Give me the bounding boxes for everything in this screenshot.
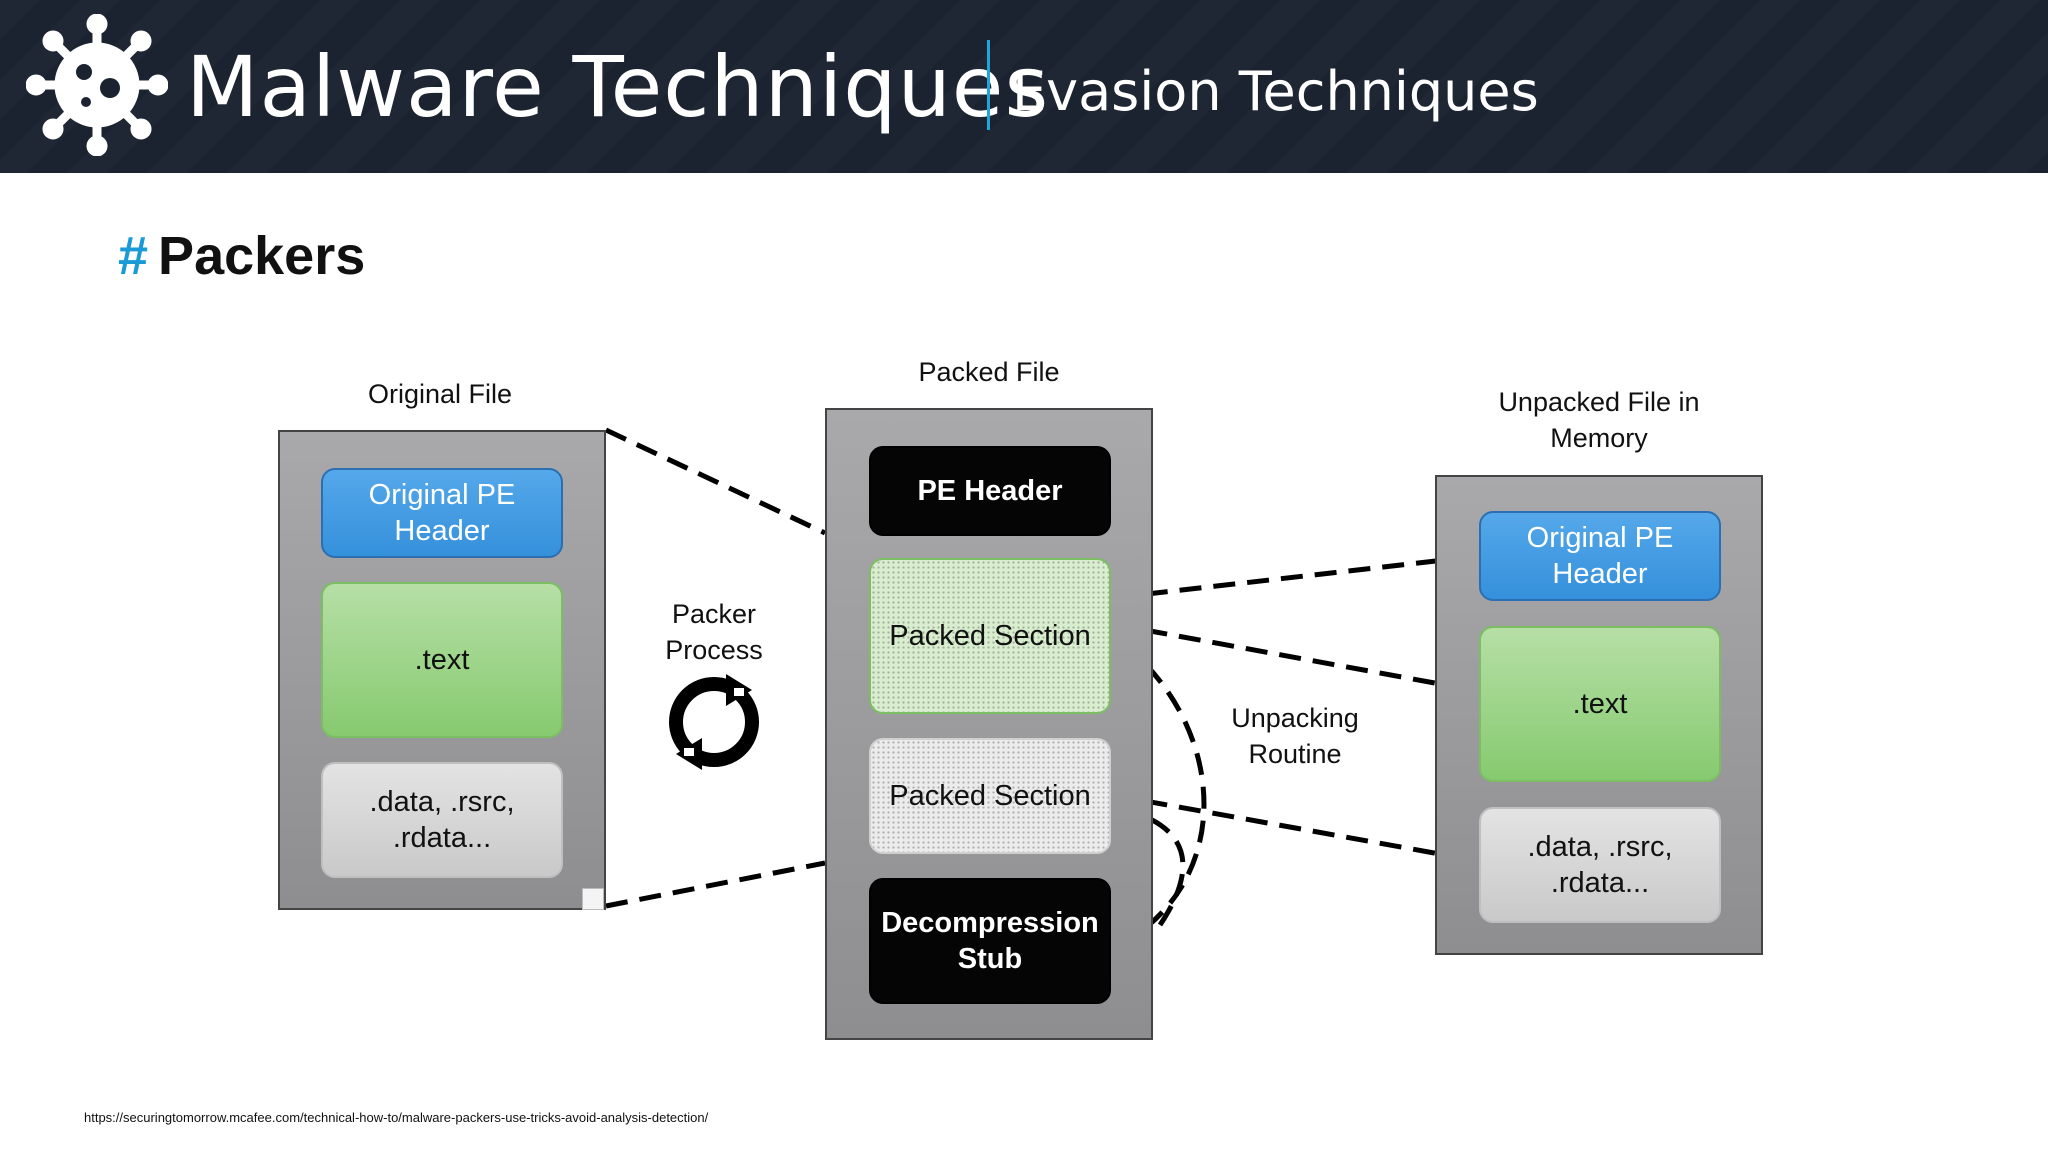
- original-data-section-line2: .rdata...: [392, 822, 492, 854]
- title-divider: [987, 40, 990, 130]
- unpacking-routine-curve-1: [1115, 637, 1207, 949]
- unpacked-file-label-line2: Memory: [1550, 423, 1648, 453]
- original-pe-header-line2: Header: [394, 515, 490, 547]
- packed-file-label: Packed File: [918, 357, 1060, 387]
- original-data-section-line1: .data, .rsrc,: [369, 786, 515, 818]
- decompression-stub-box: Decompression Stub: [869, 878, 1111, 1004]
- decompression-stub-line2: Stub: [957, 943, 1023, 975]
- slide-heading: #Packers: [118, 225, 365, 287]
- packer-process-line2: Process: [665, 635, 763, 665]
- original-file-label: Original File: [367, 379, 513, 409]
- original-pe-header-line1: Original PE: [368, 479, 516, 511]
- app-title: Malware Techniques: [186, 38, 1050, 136]
- unpacked-data-section-line2: .rdata...: [1550, 867, 1650, 899]
- arrow-to-unpacked-data: [1111, 792, 1465, 863]
- packer-process-label: Packer Process: [630, 596, 798, 668]
- header-bar: Malware Techniques Evasion Techniques: [0, 0, 2048, 173]
- unpacking-routine-label: Unpacking Routine: [1205, 700, 1385, 772]
- unpacking-routine-line1: Unpacking: [1231, 703, 1359, 733]
- unpacked-file-panel: Original PE Header .text .data, .rsrc, .…: [1435, 475, 1763, 955]
- unpacked-pe-header-box: Original PE Header: [1479, 511, 1721, 601]
- expand-bottom-line: [605, 860, 826, 909]
- unpacked-text-section-label: .text: [1572, 688, 1628, 720]
- section-title: Evasion Techniques: [1012, 60, 1539, 123]
- packed-pe-header-box: PE Header: [869, 446, 1111, 536]
- decompression-stub-line1: Decompression: [881, 907, 1099, 939]
- packed-pe-header-label: PE Header: [917, 475, 1063, 507]
- original-file-panel: Original PE Header .text .data, .rsrc, .…: [278, 430, 606, 910]
- unpacked-data-section-line1: .data, .rsrc,: [1527, 831, 1673, 863]
- heading-text: Packers: [158, 226, 366, 286]
- refresh-cycle-icon: [669, 674, 759, 770]
- expand-top-line: [604, 427, 827, 536]
- virus-icon: [26, 14, 168, 156]
- unpacked-file-label-line1: Unpacked File in: [1498, 387, 1700, 417]
- unpacked-text-section-box: .text: [1479, 626, 1721, 782]
- packed-file-panel: PE Header Packed Section Packed Section …: [825, 408, 1153, 1040]
- unpacking-routine-line2: Routine: [1248, 739, 1342, 769]
- unpacked-data-section-box: .data, .rsrc, .rdata...: [1479, 807, 1721, 923]
- original-pe-header-box: Original PE Header: [321, 468, 563, 558]
- arrow-to-unpacked-header: [1111, 553, 1465, 601]
- unpacked-pe-header-line2: Header: [1552, 558, 1648, 590]
- arrow-to-unpacked-text: [1111, 621, 1465, 693]
- packer-process-line1: Packer: [671, 599, 757, 629]
- packed-section-1-label: Packed Section: [889, 620, 1091, 652]
- hash-symbol: #: [118, 226, 149, 286]
- packed-section-2-box: Packed Section: [869, 738, 1111, 854]
- packed-section-2-label: Packed Section: [889, 780, 1091, 812]
- original-text-section-box: .text: [321, 582, 563, 738]
- original-text-section-label: .text: [414, 644, 470, 676]
- unpacked-file-label: Unpacked File in Memory: [1436, 384, 1762, 456]
- source-url: https://securingtomorrow.mcafee.com/tech…: [84, 1110, 709, 1125]
- packed-section-1-box: Packed Section: [869, 558, 1111, 714]
- clipboard-icon[interactable]: [582, 888, 604, 910]
- original-data-section-box: .data, .rsrc, .rdata...: [321, 762, 563, 878]
- unpacked-pe-header-line1: Original PE: [1526, 522, 1674, 554]
